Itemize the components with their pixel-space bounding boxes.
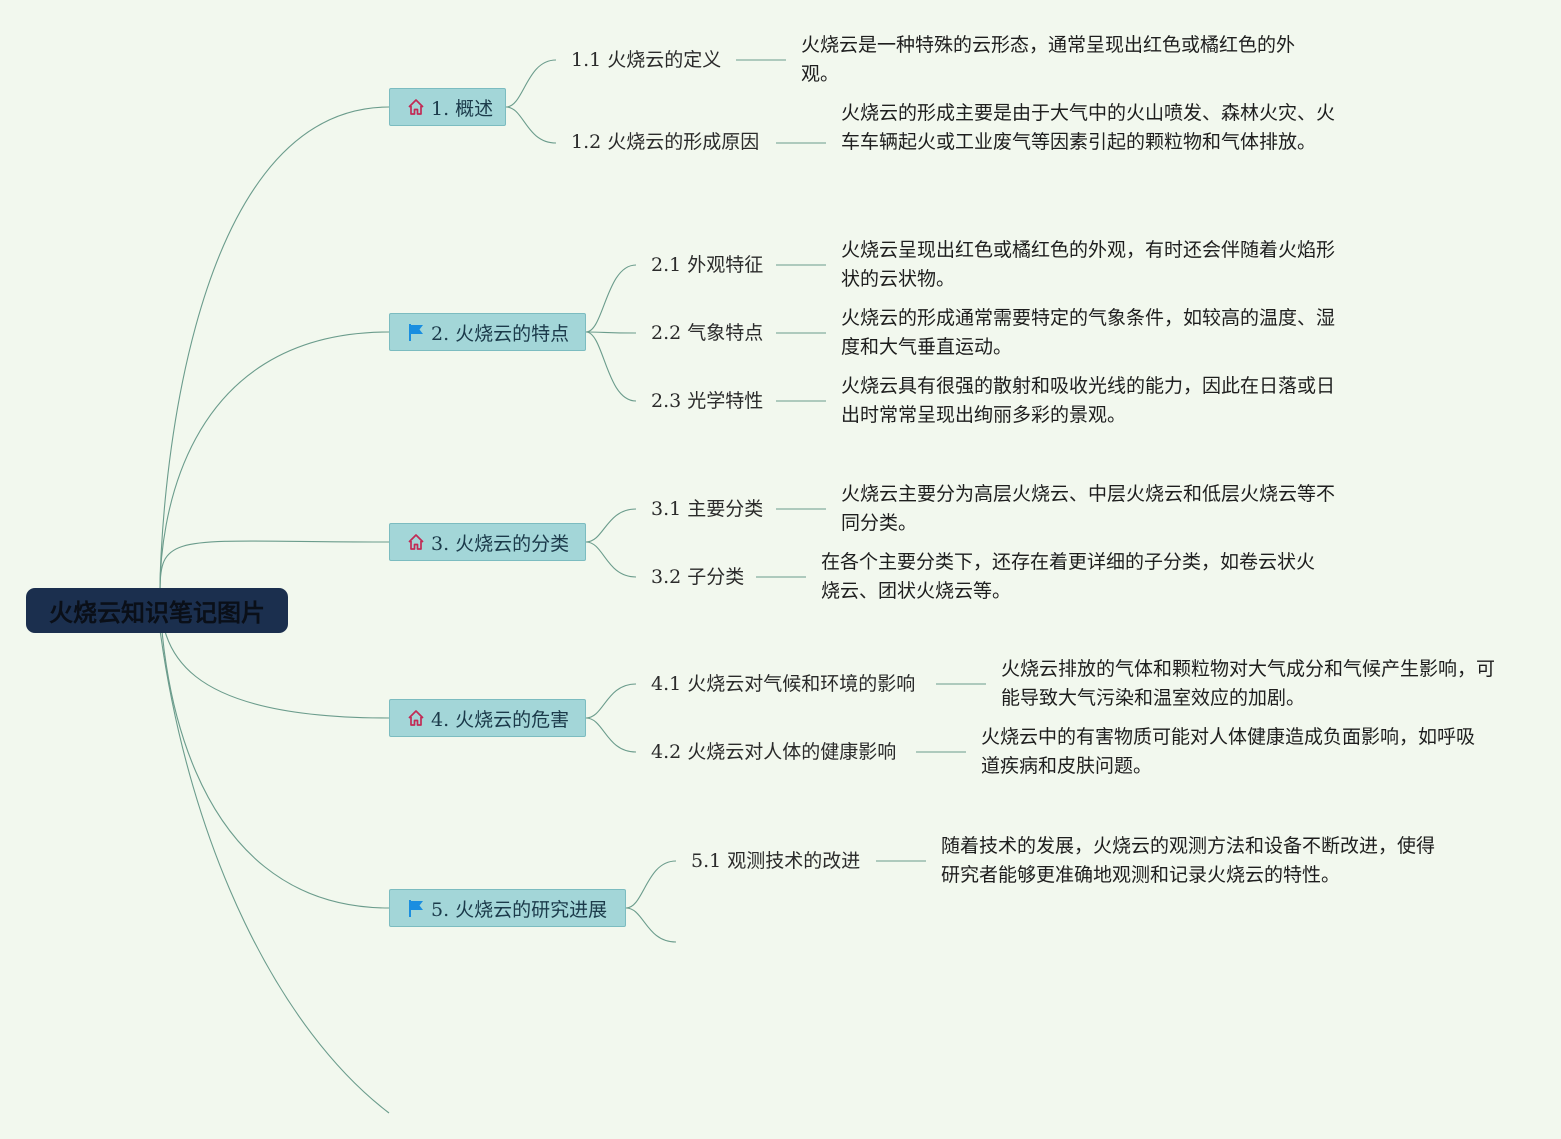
- branch-3-2: [585, 541, 637, 578]
- subtopic-2-3[interactable]: 2.3 光学特性: [651, 390, 764, 412]
- topic-label: 4. 火烧云的危害: [431, 708, 570, 731]
- description-4-2: 火烧云中的有害物质可能对人体健康造成负面影响，如呼吸道疾病和皮肤问题。: [981, 726, 1476, 777]
- topic-overview[interactable]: 1. 概述: [389, 88, 506, 126]
- root-link-5: [159, 589, 390, 909]
- root-node[interactable]: 火烧云知识笔记图片: [26, 588, 288, 633]
- subtopic-5-1[interactable]: 5.1 观测技术的改进: [691, 850, 861, 872]
- topic-label: 2. 火烧云的特点: [431, 322, 570, 345]
- subtopic-1-1[interactable]: 1.1 火烧云的定义: [571, 49, 722, 71]
- topic-hazards[interactable]: 4. 火烧云的危害: [389, 699, 586, 737]
- root-link-2: [159, 331, 390, 591]
- description-3-2: 在各个主要分类下，还存在着更详细的子分类，如卷云状火烧云、团状火烧云等。: [821, 551, 1316, 602]
- subtopic-4-1[interactable]: 4.1 火烧云对气候和环境的影响: [651, 673, 916, 695]
- subtopic-3-2[interactable]: 3.2 子分类: [651, 566, 745, 588]
- description-4-1: 火烧云排放的气体和颗粒物对大气成分和气候产生影响，可能导致大气污染和温室效应的加…: [1001, 658, 1496, 709]
- description-3-1: 火烧云主要分为高层火烧云、中层火烧云和低层火烧云等不同分类。: [841, 483, 1336, 534]
- topic-characteristics[interactable]: 2. 火烧云的特点: [389, 313, 586, 351]
- topic-label: 3. 火烧云的分类: [431, 532, 570, 555]
- branch-1-1: [505, 59, 557, 108]
- flag-icon: [406, 322, 426, 342]
- house-icon: [406, 708, 426, 728]
- root-link-3: [159, 540, 390, 591]
- subtopic-2-1[interactable]: 2.1 外观特征: [651, 254, 764, 276]
- subtopic-3-1[interactable]: 3.1 主要分类: [651, 498, 764, 520]
- description-2-2: 火烧云的形成通常需要特定的气象条件，如较高的温度、湿度和大气垂直运动。: [841, 307, 1336, 358]
- topic-classification[interactable]: 3. 火烧云的分类: [389, 523, 586, 561]
- topic-label: 5. 火烧云的研究进展: [431, 898, 608, 921]
- description-1-2: 火烧云的形成主要是由于大气中的火山喷发、森林火灾、火车车辆起火或工业废气等因素引…: [841, 102, 1336, 153]
- subtopic-2-2[interactable]: 2.2 气象特点: [651, 322, 764, 344]
- branch-2-1: [585, 264, 637, 333]
- subtopic-4-2[interactable]: 4.2 火烧云对人体的健康影响: [651, 741, 897, 763]
- branch-5-1: [625, 860, 677, 909]
- branch-4-1: [585, 683, 637, 719]
- root-link-1: [159, 106, 390, 591]
- branch-4-2: [585, 717, 637, 753]
- description-5-1: 随着技术的发展，火烧云的观测方法和设备不断改进，使得研究者能够更准确地观测和记录…: [941, 835, 1436, 886]
- description-2-3: 火烧云具有很强的散射和吸收光线的能力，因此在日落或日出时常常呈现出绚丽多彩的景观…: [841, 375, 1336, 426]
- branch-2-3: [585, 331, 637, 402]
- topic-research-progress[interactable]: 5. 火烧云的研究进展: [389, 889, 626, 927]
- house-icon: [406, 532, 426, 552]
- description-2-1: 火烧云呈现出红色或橘红色的外观，有时还会伴随着火焰形状的云状物。: [841, 239, 1336, 290]
- branch-3-1: [585, 508, 637, 543]
- branch-1-2: [505, 106, 557, 144]
- root-label: 火烧云知识笔记图片: [49, 599, 265, 627]
- root-link-tail: [159, 629, 390, 1114]
- flag-icon: [406, 898, 426, 918]
- branch-5-tail: [625, 907, 677, 943]
- subtopic-1-2[interactable]: 1.2 火烧云的形成原因: [571, 131, 760, 153]
- description-1-1: 火烧云是一种特殊的云形态，通常呈现出红色或橘红色的外观。: [801, 34, 1296, 85]
- branch-2-2: [585, 331, 637, 334]
- topic-label: 1. 概述: [431, 97, 494, 120]
- house-icon: [406, 97, 426, 117]
